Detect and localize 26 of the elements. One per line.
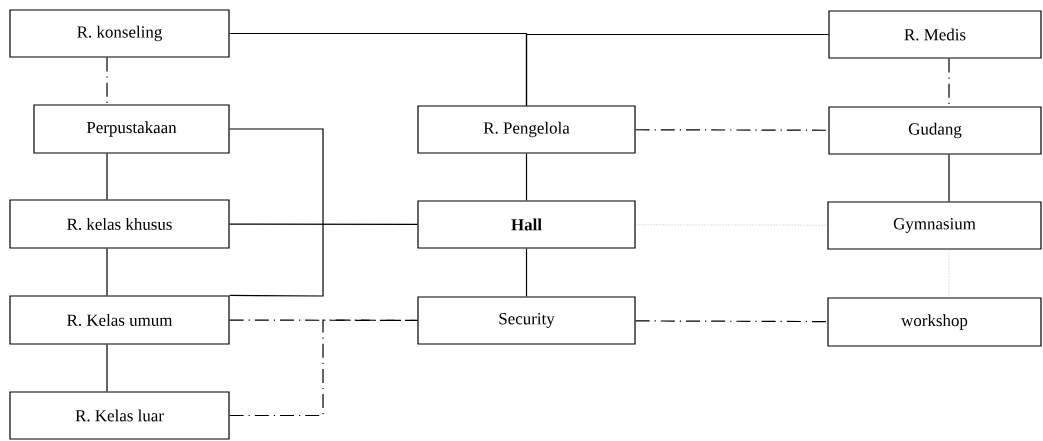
room-box: R. Pengelola bbox=[417, 105, 636, 154]
room-box: workshop bbox=[827, 297, 1042, 347]
connector-line bbox=[635, 129, 829, 131]
connector-line bbox=[525, 33, 829, 106]
room-box: R. konseling bbox=[9, 9, 230, 58]
connector-line bbox=[229, 223, 418, 225]
room-box: Gudang bbox=[828, 106, 1042, 155]
connector-line bbox=[106, 248, 108, 296]
connector-line bbox=[229, 319, 418, 417]
room-box: Hall bbox=[417, 200, 636, 249]
room-box: Perpustakaan bbox=[33, 104, 230, 154]
connector-line bbox=[106, 57, 108, 105]
connector-line bbox=[948, 154, 950, 202]
room-box: R. kelas khusus bbox=[9, 199, 230, 249]
connector-line bbox=[106, 153, 108, 200]
connector-line bbox=[635, 320, 828, 323]
connector-line bbox=[525, 153, 528, 201]
room-box: R. Medis bbox=[828, 10, 1042, 59]
connector-line bbox=[525, 248, 528, 297]
connector-line bbox=[106, 344, 108, 392]
room-box: R. Kelas luar bbox=[9, 391, 230, 440]
room-box: R. Kelas umum bbox=[9, 295, 230, 345]
room-box: Security bbox=[417, 296, 636, 345]
room-box: Gymnasium bbox=[827, 201, 1042, 250]
connector-line bbox=[948, 58, 950, 107]
connector-line bbox=[229, 128, 324, 297]
